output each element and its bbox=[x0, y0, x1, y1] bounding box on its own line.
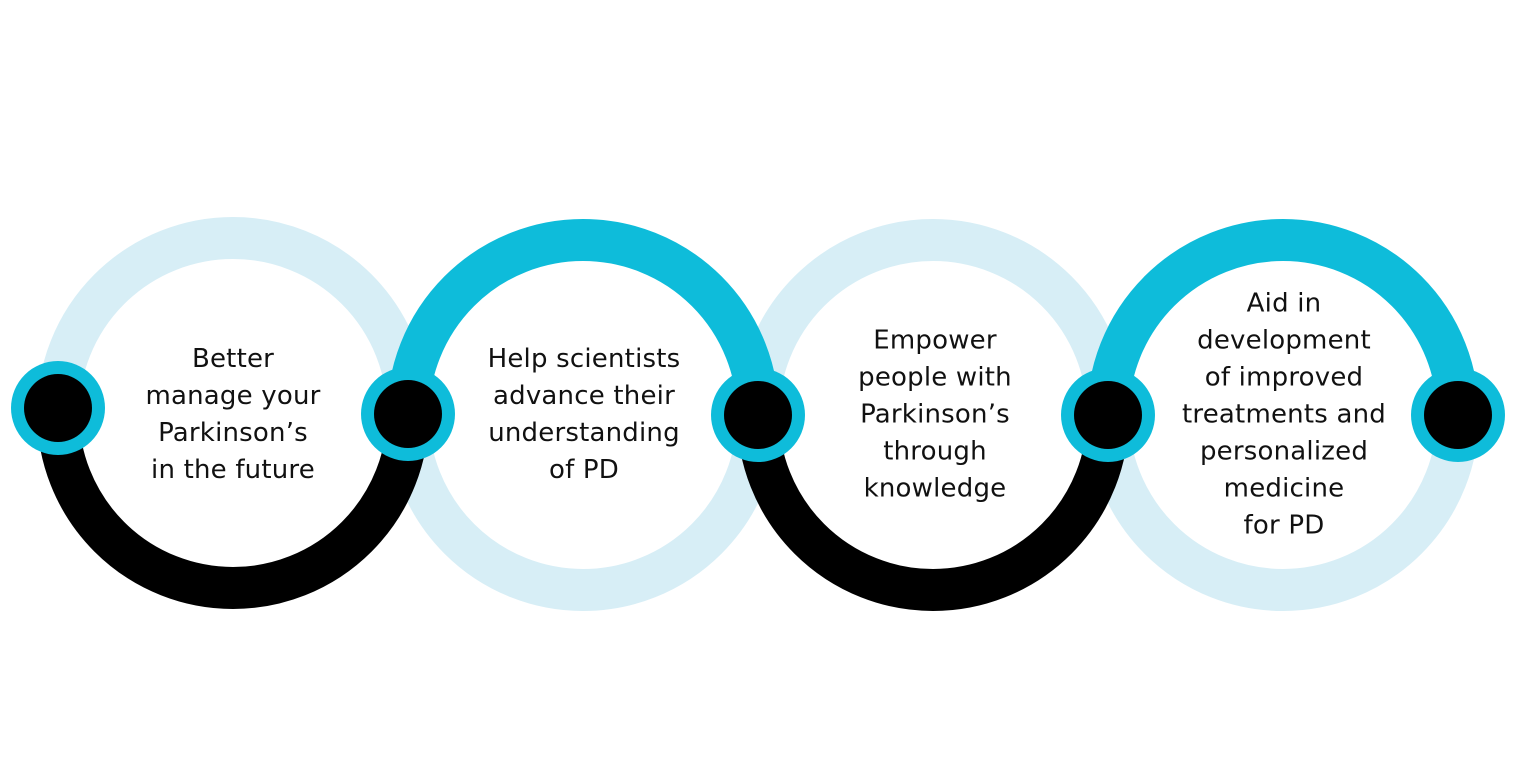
step-3-line: Empower bbox=[873, 325, 997, 356]
step-2-line: Help scientists bbox=[487, 344, 681, 374]
step-4-line: of improved bbox=[1204, 362, 1364, 393]
step-2-line: advance their bbox=[493, 381, 675, 411]
step-2-label: Help scientists advance their understand… bbox=[454, 341, 714, 489]
step-1-label: Better manage your Parkinson’s in the fu… bbox=[103, 341, 363, 489]
step-1-line: Parkinson’s bbox=[158, 418, 308, 448]
step-3-label: Empower people with Parkinson’s through … bbox=[805, 323, 1065, 508]
step-1-line: Better bbox=[191, 344, 275, 374]
node-dot-icon bbox=[711, 368, 805, 462]
node-dot-icon bbox=[361, 367, 455, 461]
node-dot-icon bbox=[1411, 368, 1505, 462]
ring-3-top-arc bbox=[737, 219, 1129, 416]
light-arcs bbox=[37, 217, 1479, 611]
node-dot-icon bbox=[1061, 368, 1155, 462]
step-1-line: manage your bbox=[145, 381, 321, 411]
ring-4-top-arc bbox=[1087, 219, 1479, 416]
step-4-line: personalized bbox=[1199, 436, 1369, 467]
node-dot-icon bbox=[11, 361, 105, 455]
nodes bbox=[11, 361, 1505, 462]
step-3-line: people with bbox=[858, 362, 1012, 393]
ring-4-bottom-arc bbox=[1087, 414, 1479, 611]
step-3-line: through bbox=[883, 436, 987, 467]
step-4-line: development bbox=[1197, 325, 1371, 356]
step-4-label: Aid in development of improved treatment… bbox=[1154, 286, 1414, 545]
step-4-line: for PD bbox=[1243, 510, 1325, 541]
step-4-line: Aid in bbox=[1246, 288, 1322, 319]
ring-2-top-arc bbox=[387, 219, 779, 416]
step-3-line: Parkinson’s bbox=[860, 399, 1010, 430]
step-4-line: treatments and bbox=[1182, 399, 1386, 430]
ring-3-bottom-arc bbox=[737, 414, 1129, 611]
dark-arcs bbox=[37, 219, 1479, 611]
step-4-line: medicine bbox=[1223, 473, 1345, 504]
step-3-line: knowledge bbox=[863, 473, 1007, 504]
ring-2-bottom-arc bbox=[387, 414, 779, 611]
step-2-line: understanding bbox=[488, 418, 680, 448]
ring-1-top-arc bbox=[37, 217, 429, 414]
step-1-line: in the future bbox=[151, 455, 315, 485]
step-2-line: of PD bbox=[548, 455, 620, 485]
ring-1-bottom-arc bbox=[37, 412, 429, 609]
